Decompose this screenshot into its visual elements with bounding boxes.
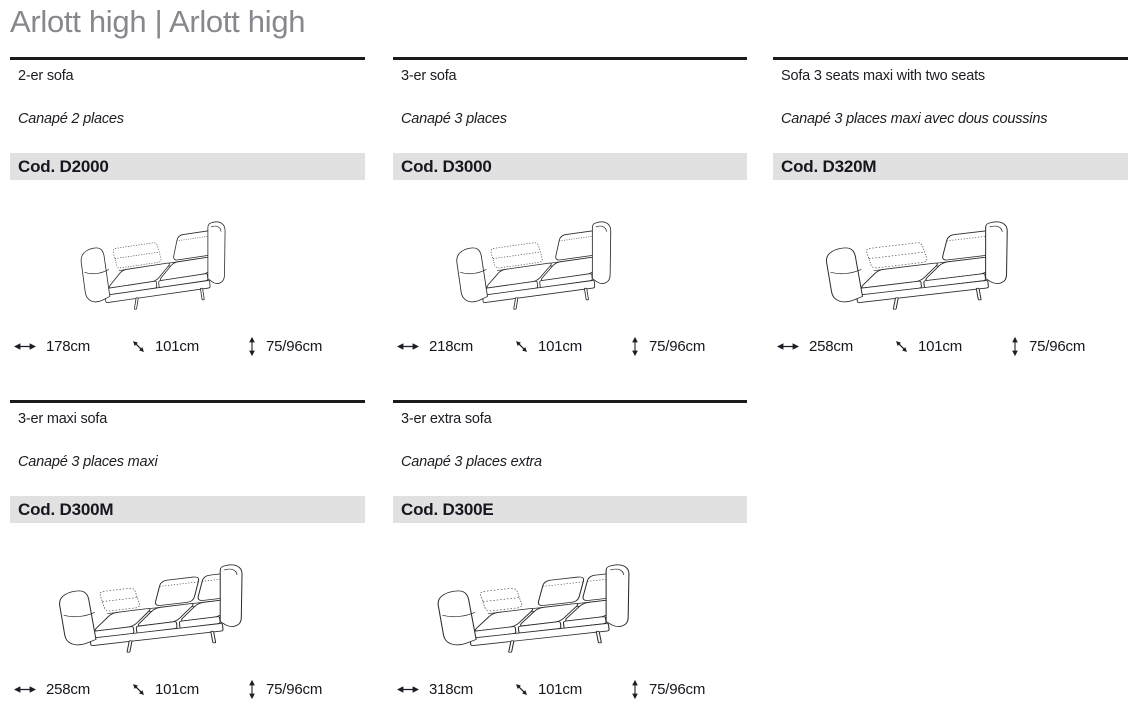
- depth-value: 101cm: [155, 680, 200, 698]
- product-subtitle-french: Canapé 3 places maxi avec dous coussins: [781, 111, 1048, 127]
- product-cell-d2000: 2-er sofa Canapé 2 places Cod. D2000 178…: [10, 57, 365, 357]
- height-dimension: 75/96cm: [630, 677, 705, 701]
- sofa-line-drawing: [48, 544, 266, 659]
- height-value: 75/96cm: [266, 680, 323, 698]
- height-dimension: 75/96cm: [630, 334, 705, 358]
- width-value: 258cm: [46, 680, 91, 698]
- product-code-bar: Cod. D300M: [10, 496, 365, 523]
- width-dimension: 258cm: [13, 677, 90, 701]
- product-code: Cod. D320M: [781, 157, 877, 176]
- sofa-line-drawing: [815, 201, 1031, 316]
- width-dimension: 258cm: [776, 334, 853, 358]
- width-arrow-icon: [14, 342, 36, 350]
- depth-diagonal-arrow-icon: [896, 340, 907, 352]
- height-value: 75/96cm: [1029, 337, 1086, 355]
- width-value: 178cm: [46, 337, 91, 355]
- product-code-bar: Cod. D300E: [393, 496, 747, 523]
- product-cell-d320m: Sofa 3 seats maxi with two seats Canapé …: [773, 57, 1128, 357]
- width-dimension: 318cm: [396, 677, 473, 701]
- depth-value: 101cm: [538, 680, 583, 698]
- depth-dimension: 101cm: [131, 677, 199, 701]
- width-arrow-icon: [14, 685, 36, 693]
- height-dimension: 75/96cm: [247, 677, 322, 701]
- depth-dimension: 101cm: [514, 334, 582, 358]
- depth-value: 101cm: [918, 337, 963, 355]
- sofa-drawing-svg: [59, 564, 243, 653]
- depth-diagonal-arrow-icon: [516, 340, 527, 352]
- product-title: 3-er maxi sofa: [18, 411, 108, 427]
- product-title: 3-er sofa: [401, 68, 457, 84]
- sofa-drawing-svg: [80, 221, 226, 310]
- sofa-line-drawing: [447, 201, 631, 316]
- product-code-bar: Cod. D2000: [10, 153, 365, 180]
- dimensions-row: 178cm 101cm 75/96cm: [10, 334, 365, 358]
- height-arrow-icon: [632, 336, 638, 356]
- product-cell-d3000: 3-er sofa Canapé 3 places Cod. D3000 218…: [393, 57, 747, 357]
- dimensions-row: 318cm 101cm 75/96cm: [393, 677, 747, 701]
- height-value: 75/96cm: [649, 337, 706, 355]
- depth-dimension: 101cm: [131, 334, 199, 358]
- product-subtitle-french: Canapé 3 places extra: [401, 454, 542, 470]
- product-cell-d300m: 3-er maxi sofa Canapé 3 places maxi Cod.…: [10, 400, 365, 700]
- sofa-drawing-svg: [456, 221, 612, 310]
- depth-dimension: 101cm: [514, 677, 582, 701]
- product-code-bar: Cod. D3000: [393, 153, 747, 180]
- sofa-drawing-svg: [437, 564, 630, 653]
- width-value: 258cm: [809, 337, 854, 355]
- product-title: 2-er sofa: [18, 68, 74, 84]
- height-arrow-icon: [1012, 336, 1018, 356]
- height-arrow-icon: [249, 679, 255, 699]
- dimensions-row: 258cm 101cm 75/96cm: [773, 334, 1128, 358]
- page-title: Arlott high | Arlott high: [10, 4, 306, 39]
- product-cell-d300e: 3-er extra sofa Canapé 3 places extra Co…: [393, 400, 747, 700]
- depth-value: 101cm: [155, 337, 200, 355]
- depth-dimension: 101cm: [894, 334, 962, 358]
- dimensions-row: 218cm 101cm 75/96cm: [393, 334, 747, 358]
- product-title: 3-er extra sofa: [401, 411, 492, 427]
- sofa-drawing-svg: [826, 221, 1008, 310]
- width-dimension: 218cm: [396, 334, 473, 358]
- product-code: Cod. D2000: [18, 157, 109, 176]
- depth-value: 101cm: [538, 337, 583, 355]
- dimensions-row: 258cm 101cm 75/96cm: [10, 677, 365, 701]
- height-value: 75/96cm: [266, 337, 323, 355]
- product-title: Sofa 3 seats maxi with two seats: [781, 68, 985, 84]
- width-dimension: 178cm: [13, 334, 90, 358]
- width-arrow-icon: [397, 342, 419, 350]
- height-value: 75/96cm: [649, 680, 706, 698]
- depth-diagonal-arrow-icon: [133, 340, 144, 352]
- product-subtitle-french: Canapé 3 places maxi: [18, 454, 158, 470]
- depth-diagonal-arrow-icon: [133, 683, 144, 695]
- product-code: Cod. D300M: [18, 500, 114, 519]
- product-subtitle-french: Canapé 3 places: [401, 111, 507, 127]
- product-subtitle-french: Canapé 2 places: [18, 111, 124, 127]
- height-dimension: 75/96cm: [1010, 334, 1085, 358]
- height-dimension: 75/96cm: [247, 334, 322, 358]
- product-code: Cod. D3000: [401, 157, 492, 176]
- sofa-line-drawing: [72, 201, 244, 316]
- width-arrow-icon: [777, 342, 799, 350]
- product-code-bar: Cod. D320M: [773, 153, 1128, 180]
- sofa-line-drawing: [426, 544, 654, 659]
- width-value: 218cm: [429, 337, 474, 355]
- height-arrow-icon: [632, 679, 638, 699]
- depth-diagonal-arrow-icon: [516, 683, 527, 695]
- width-value: 318cm: [429, 680, 474, 698]
- product-code: Cod. D300E: [401, 500, 494, 519]
- height-arrow-icon: [249, 336, 255, 356]
- width-arrow-icon: [397, 685, 419, 693]
